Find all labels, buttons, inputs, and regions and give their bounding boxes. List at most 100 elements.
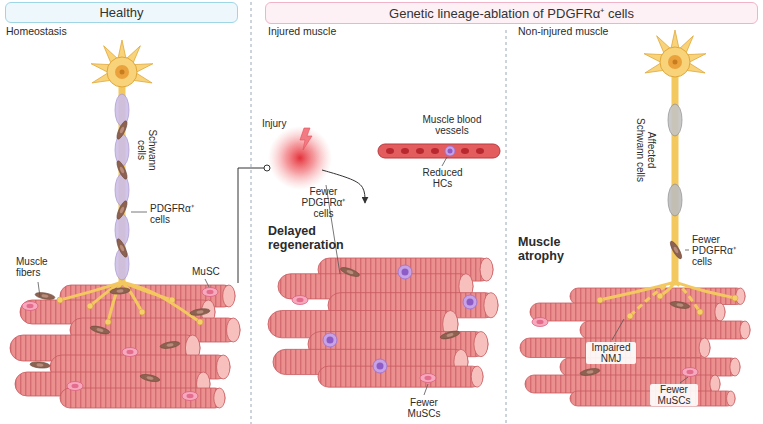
hematopoietic-cell: [323, 333, 337, 347]
nmj: [732, 295, 738, 301]
illustration-part: [445, 146, 455, 156]
pdgfra-cell: [30, 361, 50, 369]
annotation-label: Muscle fibers: [16, 256, 61, 278]
hematopoietic-cell: [398, 265, 412, 279]
illustration-part: [292, 296, 308, 305]
illustration-part: [96, 328, 104, 333]
musc-cell: [202, 288, 218, 297]
schwann-cell: [668, 104, 682, 136]
nmj: [105, 319, 111, 325]
illustration-part: [670, 300, 691, 309]
nerve-branch: [600, 282, 675, 300]
leader-line: [424, 384, 428, 395]
nmj: [197, 319, 203, 325]
red-blood-cell: [416, 148, 424, 154]
leader-line: [131, 212, 147, 213]
illustration-part: [676, 303, 683, 307]
fiber-end: [710, 375, 720, 393]
panel-separator: [506, 30, 507, 424]
illustration-part: [323, 333, 337, 347]
annotation-label: Reduced HCs: [420, 167, 465, 189]
nerve-branch: [122, 282, 200, 322]
hematopoietic-cell: [463, 295, 477, 309]
leader-line: [442, 157, 447, 166]
fiber-end: [471, 366, 483, 387]
nmj: [697, 309, 703, 315]
illustration-part: [440, 330, 461, 341]
red-blood-cell: [431, 148, 439, 154]
illustration-part: [327, 337, 334, 344]
pdgfra-cell: [110, 287, 130, 295]
muscle-bundle: [520, 288, 750, 406]
pdgfra-cell: [115, 120, 129, 141]
nerve-branch: [630, 282, 675, 316]
neuron: [57, 40, 203, 325]
red-blood-cell: [461, 148, 469, 154]
nmj: [597, 297, 603, 303]
nucleus: [115, 65, 129, 79]
illustration-part: [119, 244, 125, 252]
illustration-part: [35, 291, 56, 300]
illustration-part: [115, 200, 129, 221]
nucleus: [668, 55, 682, 69]
fiber-end: [730, 358, 740, 376]
illustration-part: [166, 343, 173, 347]
annotation-label: MuSC: [192, 266, 220, 277]
musc-cell: [420, 374, 436, 383]
nmj: [627, 313, 633, 319]
nucleolus: [120, 70, 125, 75]
hematopoietic-cell: [373, 359, 387, 373]
annotation-label: Injured muscle: [268, 26, 336, 38]
fiber-end: [474, 332, 488, 357]
nmj: [87, 303, 93, 309]
leader-line: [685, 250, 689, 251]
illustration-part: [425, 376, 432, 380]
illustration-part: [140, 373, 161, 383]
muscle-fiber: [570, 288, 745, 305]
red-blood-cell: [386, 148, 394, 154]
illustration-part: [297, 298, 304, 302]
illustration-part: [182, 392, 198, 401]
illustration-part: [160, 340, 181, 349]
musc-cell: [682, 368, 698, 377]
header-box: Healthy: [5, 2, 238, 23]
annotation-label: Fewer PDGFRα⁺ cells: [296, 186, 351, 219]
illustration-part: [72, 384, 79, 388]
pdgfra-cell: [90, 325, 111, 336]
fiber-end: [699, 338, 710, 358]
illustration-part: [420, 374, 436, 383]
illustration-part: [537, 320, 544, 324]
musc-cell: [22, 302, 38, 311]
annotation-label: Fewer MuSCs: [650, 384, 698, 406]
musc-cell: [532, 318, 548, 327]
illustration-part: [398, 265, 412, 279]
soma: [660, 47, 690, 77]
nmj: [57, 297, 63, 303]
illustration-part: [668, 240, 683, 260]
illustration-part: [119, 206, 125, 214]
hematopoietic-cell: [445, 146, 455, 156]
illustration-part: [115, 120, 129, 141]
annotation-label: PDGFRα⁺ cells: [150, 203, 202, 225]
illustration-part: [146, 376, 154, 381]
injury-glow: [268, 126, 332, 190]
leader-dot: [264, 165, 270, 171]
fiber-end: [227, 318, 240, 342]
annotation-label: Muscle blood vessels: [418, 114, 486, 136]
illustration-part: [116, 289, 123, 293]
muscle-fiber: [60, 388, 225, 408]
illustration-part: [463, 295, 477, 309]
nucleolus: [673, 60, 678, 65]
musc-cell: [122, 348, 138, 357]
illustration-part: [27, 304, 34, 308]
illustration-part: [448, 149, 453, 154]
illustration-part: [90, 325, 111, 336]
header-box: Genetic lineage-ablation of PDGFRα⁺ cell…: [265, 2, 758, 24]
illustration-part: [682, 368, 698, 377]
fiber-end: [223, 285, 235, 307]
pdgfra-cell: [670, 300, 691, 309]
fiber-end: [727, 391, 735, 406]
illustration-part: [190, 308, 211, 317]
annotation-label: Injury: [262, 118, 286, 129]
